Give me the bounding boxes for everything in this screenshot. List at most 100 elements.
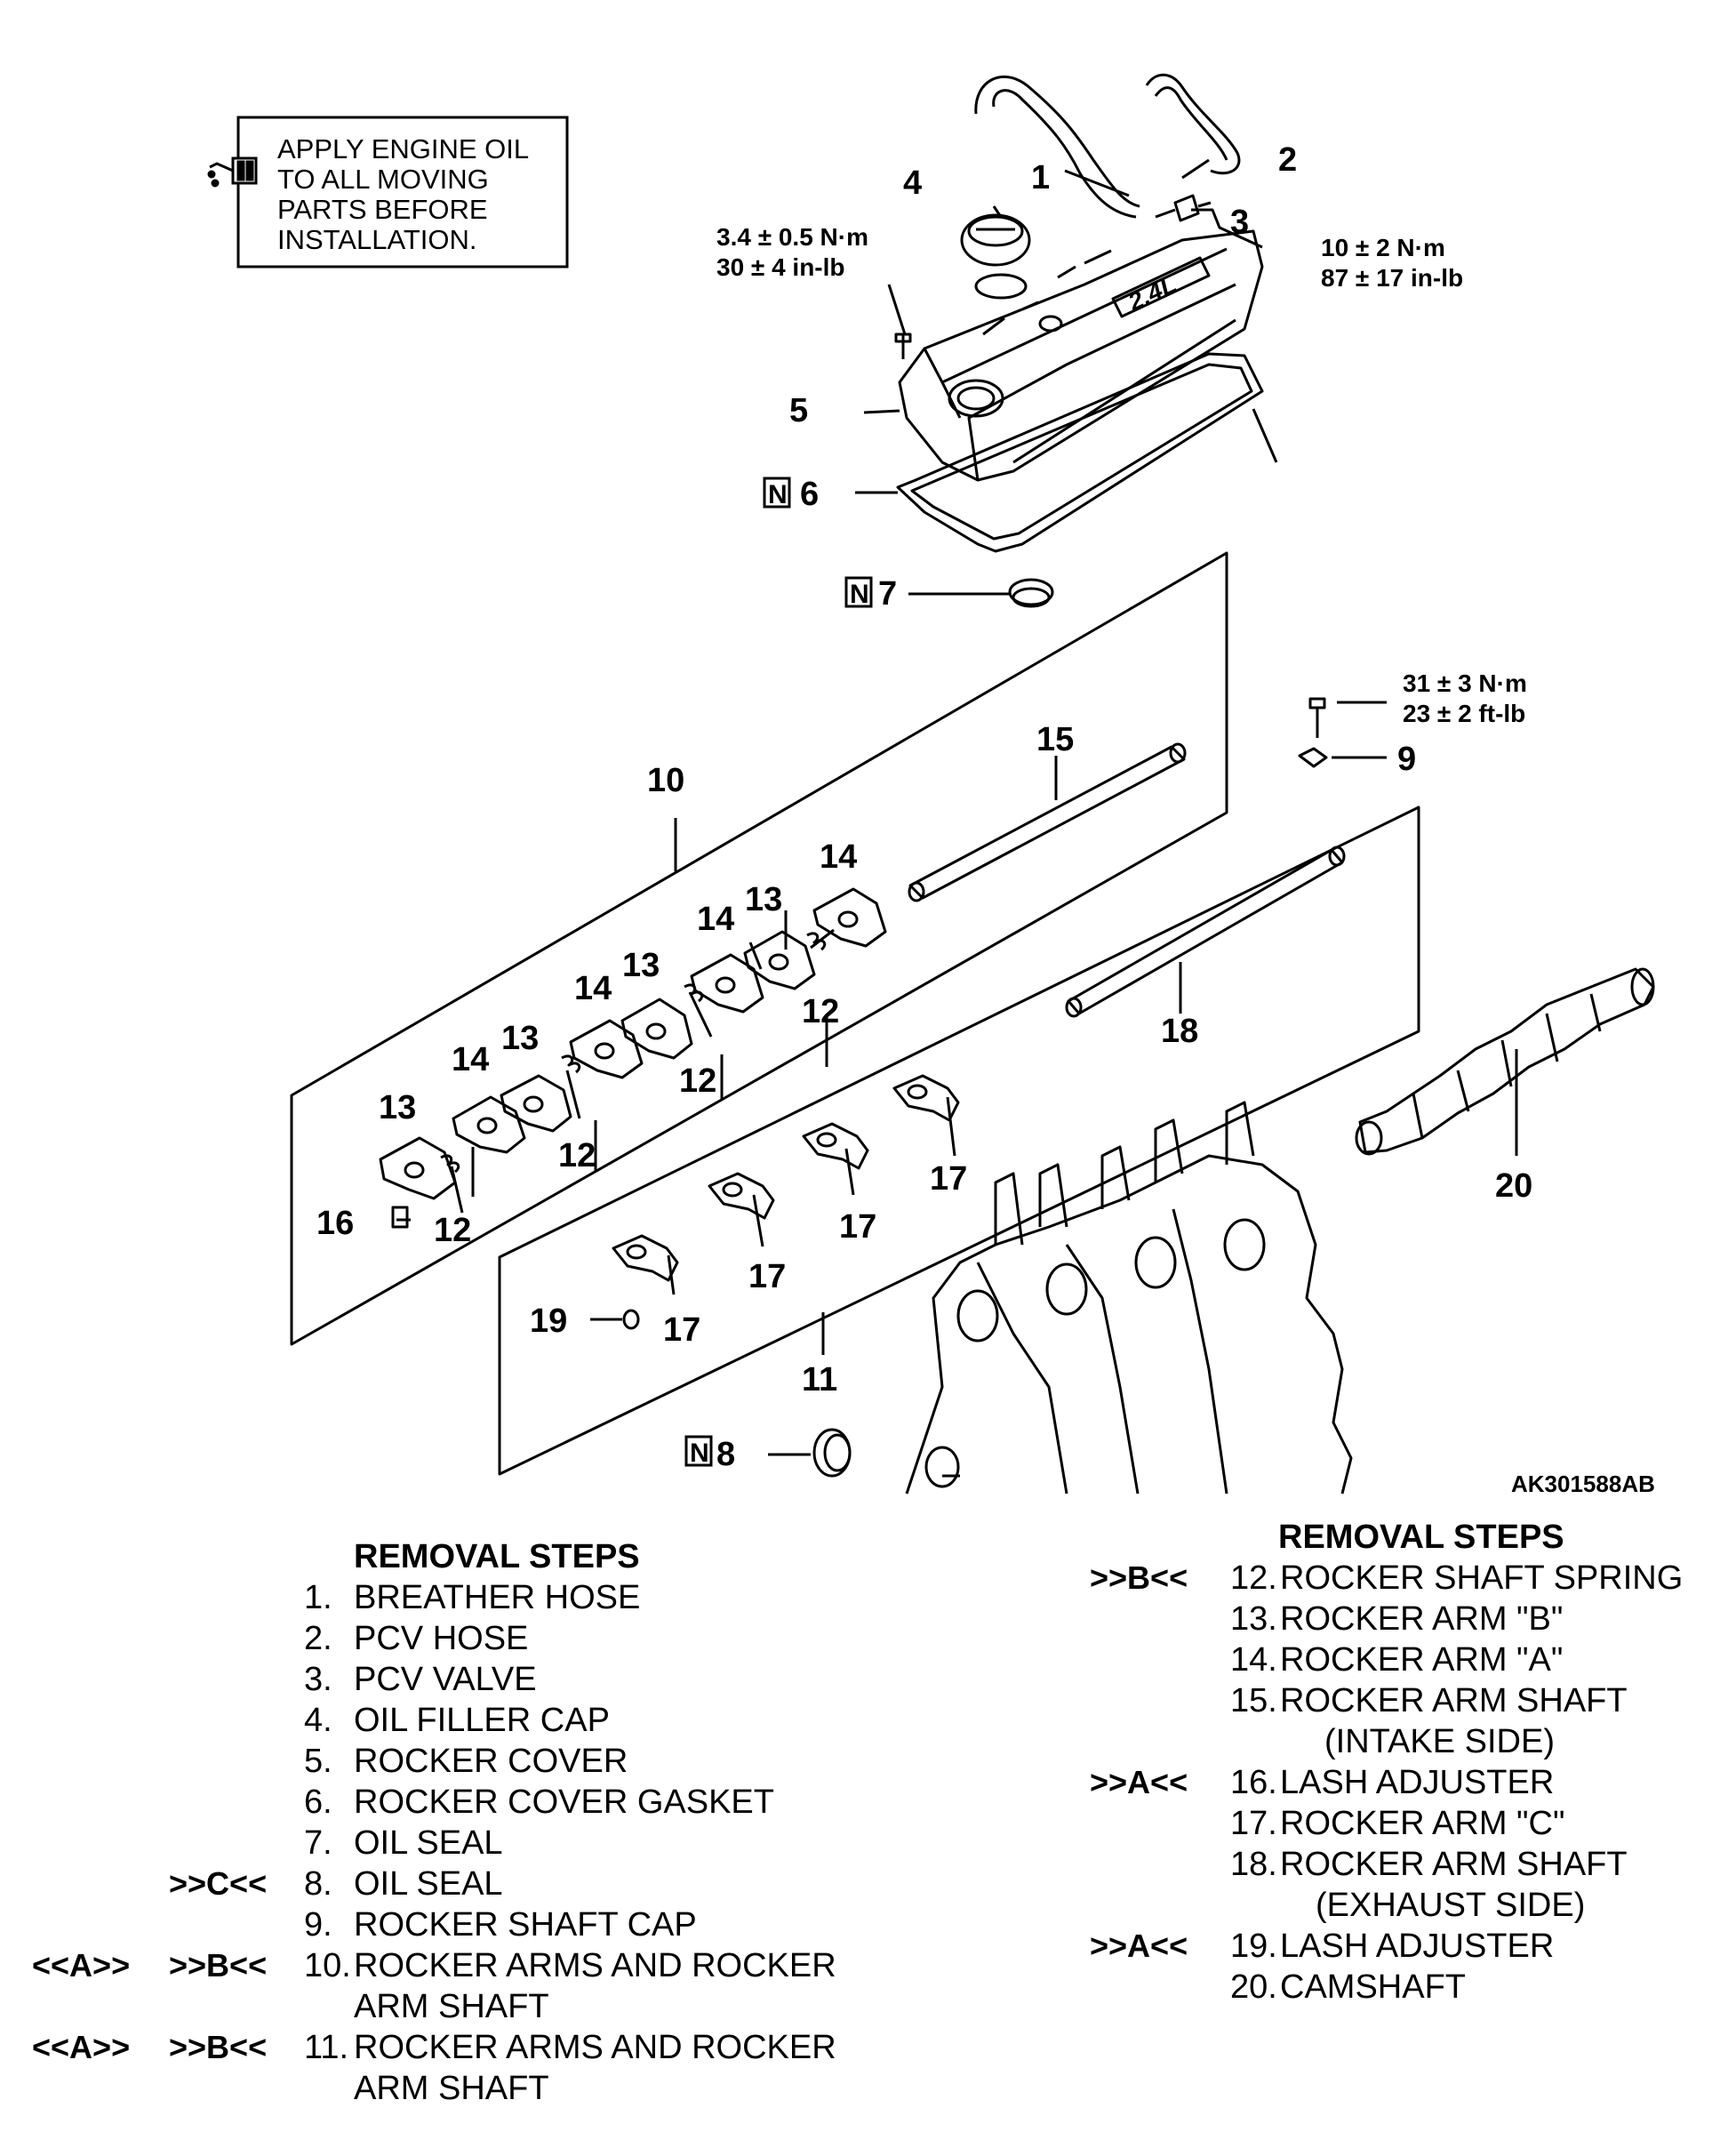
oil-seal-7: [1008, 578, 1054, 606]
svg-text:N: N: [690, 1439, 709, 1468]
step-4-text: OIL FILLER CAP: [354, 1702, 610, 1739]
svg-text:2.4L: 2.4L: [1124, 270, 1181, 317]
torque-pcv-inlb: 87 ± 17 in-lb: [1321, 264, 1463, 292]
step-15-text-2: (INTAKE SIDE): [1324, 1723, 1555, 1760]
callout-12c: 12: [679, 1062, 716, 1100]
torque-cap-bolt-ftlb: 23 ± 2 ft-lb: [1403, 700, 1525, 727]
oil-can-icon: [207, 156, 258, 188]
step-17-text: ROCKER ARM "C": [1280, 1805, 1565, 1842]
step-8-tag: >>C<<: [169, 1865, 268, 1902]
step-9-text: ROCKER SHAFT CAP: [354, 1906, 697, 1944]
step-8-num: 8.: [304, 1865, 332, 1903]
callout-12a: 12: [434, 1212, 471, 1249]
callout-2: 2: [1278, 141, 1297, 179]
callout-3: 3: [1230, 204, 1249, 241]
callout-9: 9: [1397, 741, 1416, 778]
step-17-num: 17.: [1230, 1805, 1277, 1842]
callout-19: 19: [530, 1302, 567, 1340]
step-2-num: 2.: [304, 1620, 332, 1657]
rocker-shaft-exhaust: [1067, 848, 1344, 1015]
callout-7: 7: [878, 575, 897, 613]
callout-12d: 12: [802, 993, 839, 1030]
rocker-cover: [898, 229, 1264, 482]
step-15-num: 15.: [1230, 1682, 1277, 1719]
step-16-tag: >>A<<: [1090, 1764, 1188, 1800]
torque-cover-bolt-inlb: 30 ± 4 in-lb: [716, 253, 845, 281]
step-16-text: LASH ADJUSTER: [1280, 1764, 1555, 1801]
rocker-assembly-frame-11: [498, 805, 1420, 1476]
callout-14d: 14: [820, 838, 857, 876]
pcv-valve: [1155, 194, 1212, 222]
step-11-text: ROCKER ARMS AND ROCKER: [354, 2029, 836, 2066]
step-3-num: 3.: [304, 1661, 332, 1698]
callout-17b: 17: [748, 1258, 786, 1295]
callout-6: 6: [800, 476, 819, 513]
step-14-text: ROCKER ARM "A": [1280, 1641, 1564, 1679]
rocker-cover-gasket: [896, 352, 1264, 553]
callout-10: 10: [647, 762, 684, 799]
step-7-text: OIL SEAL: [354, 1824, 503, 1862]
filler-cap-o-ring: [974, 273, 1028, 300]
step-10-tag-b: >>B<<: [169, 1947, 268, 1984]
step-20-num: 20.: [1230, 1968, 1277, 2006]
step-11-text-2: ARM SHAFT: [354, 2070, 549, 2107]
step-18-text-2: (EXHAUST SIDE): [1316, 1887, 1586, 1924]
step-1-num: 1.: [304, 1579, 332, 1616]
note-line-3: PARTS BEFORE: [277, 194, 488, 225]
callout-14c: 14: [697, 901, 734, 938]
step-14-num: 14.: [1230, 1641, 1277, 1679]
callout-5: 5: [789, 392, 808, 429]
svg-text:N: N: [768, 480, 788, 509]
step-12-tag: >>B<<: [1090, 1559, 1188, 1596]
note-line-4: INSTALLATION.: [277, 224, 477, 255]
callout-17c: 17: [839, 1208, 876, 1246]
note-line-2: TO ALL MOVING: [277, 164, 489, 195]
step-18-text: ROCKER ARM SHAFT: [1280, 1846, 1628, 1883]
cylinder-head: [905, 1101, 1353, 1495]
step-12-text: ROCKER SHAFT SPRING: [1280, 1559, 1684, 1597]
note-line-1: APPLY ENGINE OIL: [277, 133, 529, 164]
figure-code: AK301588AB: [1511, 1471, 1655, 1497]
step-5-num: 5.: [304, 1743, 332, 1780]
callout-15: 15: [1036, 721, 1074, 758]
step-4-num: 4.: [304, 1702, 332, 1739]
lash-adjuster-19: [622, 1309, 640, 1330]
pcv-hose: [1145, 73, 1241, 175]
rocker-shaft-cap: [1298, 747, 1328, 768]
callout-16: 16: [316, 1205, 354, 1242]
oil-filler-cap: [960, 213, 1031, 267]
step-2-text: PCV HOSE: [354, 1620, 529, 1657]
torque-cover-bolt-nm: 3.4 ± 0.5 N·m: [716, 223, 868, 251]
callout-17d: 17: [930, 1160, 967, 1198]
step-15-text: ROCKER ARM SHAFT: [1280, 1682, 1628, 1719]
callout-13a: 13: [379, 1089, 416, 1126]
cap-bolt: [1308, 697, 1326, 738]
callout-18: 18: [1161, 1013, 1198, 1050]
step-19-num: 19.: [1230, 1928, 1277, 1965]
callout-13c: 13: [622, 947, 660, 984]
callout-4: 4: [903, 164, 922, 202]
callout-12b: 12: [558, 1137, 596, 1174]
rocker-arms-upper: [379, 887, 887, 1200]
step-9-num: 9.: [304, 1906, 332, 1944]
step-1-text: BREATHER HOSE: [354, 1579, 641, 1616]
callout-14a: 14: [452, 1041, 489, 1078]
rocker-assembly-frame-10: [290, 551, 1228, 1346]
step-6-num: 6.: [304, 1783, 332, 1821]
step-20-text: CAMSHAFT: [1280, 1968, 1466, 2006]
step-10-num: 10.: [304, 1947, 351, 1984]
step-10-tag-a: <<A>>: [32, 1947, 131, 1984]
step-13-num: 13.: [1230, 1600, 1277, 1638]
removal-steps-header-left: REMOVAL STEPS: [354, 1538, 640, 1575]
callout-14b: 14: [574, 970, 612, 1007]
step-11-tag-a: <<A>>: [32, 2029, 131, 2065]
step-11-tag-b: >>B<<: [169, 2029, 268, 2065]
rocker-shaft-intake: [908, 745, 1186, 900]
step-6-text: ROCKER COVER GASKET: [354, 1783, 774, 1821]
breather-hose: [974, 75, 1140, 219]
step-5-text: ROCKER COVER: [354, 1743, 628, 1780]
step-3-text: PCV VALVE: [354, 1661, 537, 1698]
rocker-arms-c: [612, 1074, 960, 1282]
step-19-tag: >>A<<: [1090, 1928, 1188, 1964]
step-19-text: LASH ADJUSTER: [1280, 1928, 1555, 1965]
